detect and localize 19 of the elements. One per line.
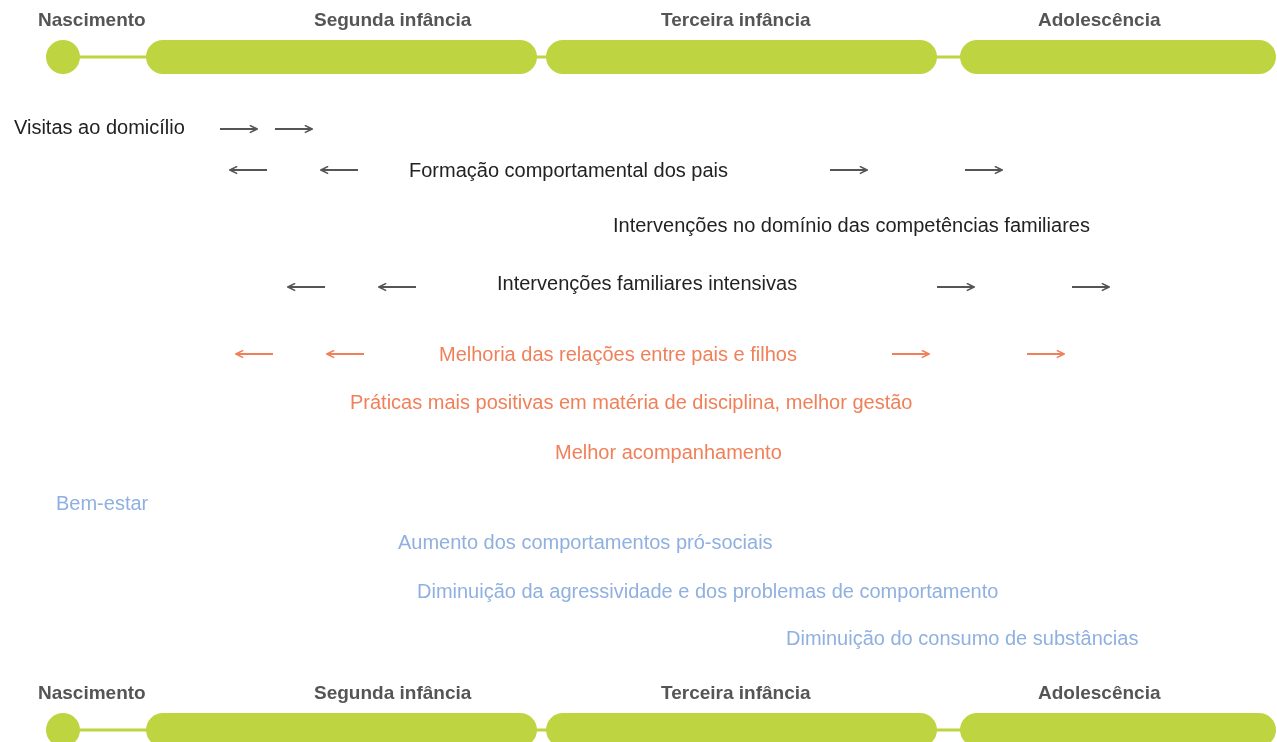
stage-heading: Terceira infância — [661, 681, 811, 705]
outcome-label: Melhor acompanhamento — [555, 440, 782, 464]
intervention-label: Formação comportamental dos pais — [409, 158, 729, 182]
intervention-label: Intervenções familiares intensivas — [497, 271, 798, 295]
outcome-label: Melhoria das relações entre pais e filhos — [439, 342, 797, 366]
outcome-label: Diminuição do consumo de substâncias — [786, 626, 1139, 650]
outcome-label: Práticas mais positivas em matéria de disciplina, melhor gestão — [350, 390, 913, 414]
outcome-label: Diminuição da agressividade e dos problemas de comportamento — [417, 579, 999, 603]
stage-heading: Segunda infância — [314, 8, 472, 32]
outcome-label: Aumento dos comportamentos pró-sociais — [398, 530, 773, 554]
stage-heading: Segunda infância — [314, 681, 472, 705]
stage-heading: Nascimento — [38, 681, 146, 705]
intervention-label: Visitas ao domicílio — [14, 115, 185, 139]
stage-heading: Adolescência — [1038, 8, 1161, 32]
stage-heading: Terceira infância — [661, 8, 811, 32]
outcome-label: Bem-estar — [56, 491, 149, 515]
intervention-label: Intervenções no domínio das competências familiares — [613, 213, 1090, 237]
stage-heading: Nascimento — [38, 8, 146, 32]
stage-heading: Adolescência — [1038, 681, 1161, 705]
